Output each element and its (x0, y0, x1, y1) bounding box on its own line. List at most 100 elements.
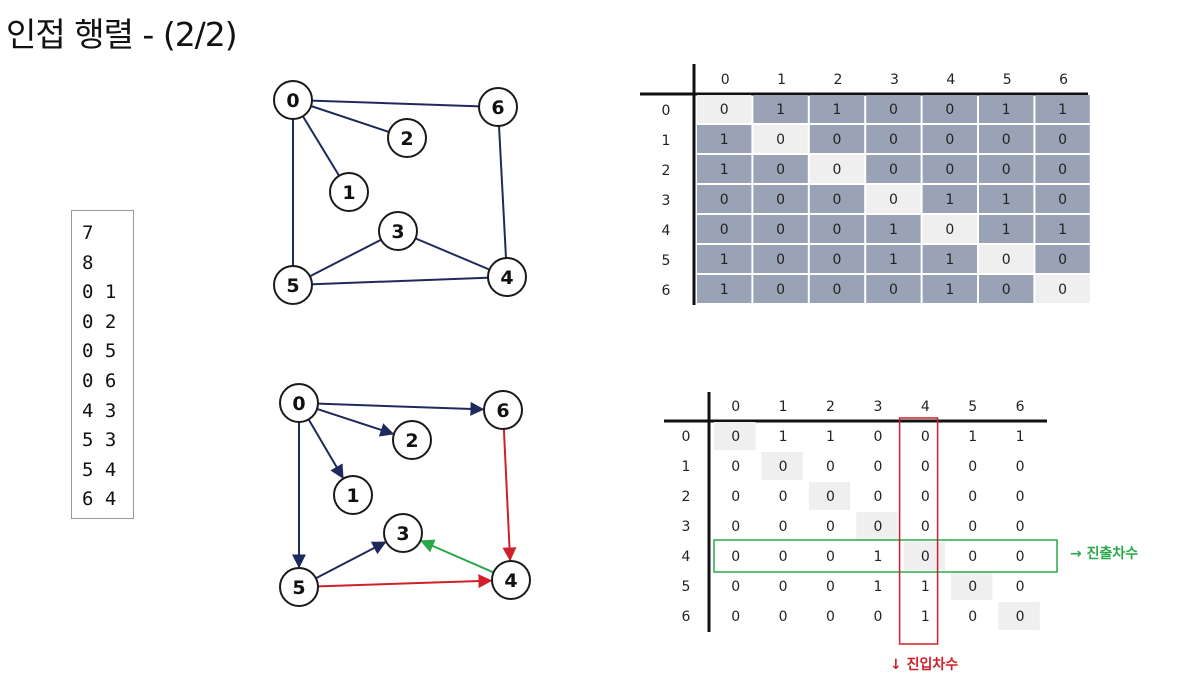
matrix-cell: 0 (1016, 549, 1025, 565)
node-label: 3 (396, 523, 409, 545)
node-label: 1 (346, 485, 359, 507)
matrix-cell-bg (697, 275, 752, 303)
edge-0-6 (292, 99, 499, 108)
matrix-cell: 0 (873, 609, 882, 625)
matrix-cell: 1 (873, 579, 882, 595)
matrix-cell: 0 (779, 489, 788, 505)
matrix-cell-bg (697, 215, 752, 243)
matrix-cell: 0 (833, 252, 842, 268)
node-label: 5 (292, 577, 305, 599)
node-label: 2 (405, 430, 418, 452)
matrix-cell: 0 (826, 459, 835, 475)
matrix-cell: 0 (1002, 282, 1011, 298)
matrix-cell: 1 (945, 192, 954, 208)
matrix-cell: 0 (779, 519, 788, 535)
matrix-cell: 1 (921, 579, 930, 595)
matrix-cell-bg (809, 275, 865, 303)
matrix-cell: 0 (779, 579, 788, 595)
matrix-cell-bg (753, 155, 808, 183)
matrix-cell-bg (1035, 95, 1090, 123)
matrix-cell: 0 (1058, 252, 1067, 268)
node-1: 1 (333, 475, 373, 515)
matrix-cell: 1 (921, 609, 930, 625)
input-line: 5 4 (82, 458, 117, 481)
node-label: 4 (504, 570, 517, 592)
matrix-cell: 0 (833, 162, 842, 178)
matrix-cell: 0 (921, 519, 930, 535)
in-degree-label: ↓ 진입차수 (890, 656, 958, 673)
matrix-cell: 0 (776, 162, 785, 178)
matrix-cell-bg (809, 215, 865, 243)
matrix-cell-bg (922, 275, 977, 303)
matrix-cell-bg (979, 125, 1034, 153)
row-header: 2 (662, 163, 671, 179)
matrix-cell: 0 (921, 459, 930, 475)
diagonal-cell-bg (951, 572, 993, 600)
matrix-cell-bg (697, 95, 752, 123)
out-degree-label: → 진출차수 (1070, 545, 1138, 562)
node-label: 5 (286, 275, 299, 297)
matrix-cell: 0 (833, 132, 842, 148)
node-2: 2 (392, 420, 432, 460)
matrix-cell-bg (809, 155, 865, 183)
matrix-cell: 0 (921, 549, 930, 565)
node-2: 2 (387, 118, 427, 158)
matrix-cell: 1 (826, 429, 835, 445)
matrix-cell: 0 (921, 489, 930, 505)
matrix-cell: 0 (1058, 192, 1067, 208)
row-header: 6 (682, 609, 691, 625)
matrix-cell-bg (697, 245, 752, 273)
matrix-cell-bg (697, 185, 752, 213)
matrix-cell: 0 (826, 549, 835, 565)
input-line: 6 4 (82, 488, 117, 511)
matrix-cell-bg (809, 95, 865, 123)
matrix-cell: 1 (720, 252, 729, 268)
node-label: 6 (491, 97, 504, 119)
col-header: 0 (721, 72, 730, 88)
col-header: 5 (1003, 72, 1012, 88)
matrix-cell-bg (866, 275, 921, 303)
node-5: 5 (279, 567, 319, 607)
row-header: 2 (682, 489, 691, 505)
diagonal-cell-bg (761, 452, 803, 480)
matrix-cell: 0 (1016, 579, 1025, 595)
matrix-cell: 0 (731, 459, 740, 475)
diagonal-cell-bg (808, 482, 851, 510)
node-6: 6 (478, 87, 518, 127)
matrix-cell: 0 (945, 132, 954, 148)
matrix-cell-bg (809, 245, 865, 273)
matrix-cell: 1 (720, 132, 729, 148)
node-4: 4 (487, 257, 527, 297)
node-label: 2 (400, 128, 413, 150)
matrix-cell: 0 (968, 489, 977, 505)
matrix-cell-bg (979, 185, 1034, 213)
matrix-cell: 0 (968, 609, 977, 625)
matrix-cell: 0 (779, 459, 788, 475)
matrix-cell: 0 (968, 459, 977, 475)
col-header: 2 (834, 72, 843, 88)
node-4: 4 (491, 560, 531, 600)
edge-6-4 (497, 106, 508, 278)
matrix-cell-bg (922, 215, 977, 243)
matrix-cell: 0 (1058, 162, 1067, 178)
input-line: 0 6 (82, 369, 117, 392)
node-label: 0 (292, 393, 305, 415)
node-label: 6 (496, 400, 509, 422)
matrix-cell: 0 (945, 162, 954, 178)
matrix-cell-bg (753, 125, 808, 153)
row-header: 5 (682, 579, 691, 595)
matrix-cell: 1 (1002, 102, 1011, 118)
matrix-cell: 0 (873, 459, 882, 475)
matrix-cell-bg (866, 215, 921, 243)
col-header: 6 (1059, 72, 1068, 88)
row-header: 3 (682, 519, 691, 535)
col-header: 0 (731, 399, 740, 415)
node-label: 4 (500, 267, 513, 289)
input-line: 0 5 (82, 340, 117, 363)
matrix-cell: 0 (889, 102, 898, 118)
matrix-cell: 0 (779, 609, 788, 625)
edge-6-4 (502, 428, 517, 562)
matrix-cell-bg (866, 155, 921, 183)
matrix-cell: 1 (945, 282, 954, 298)
matrix-cell: 0 (1002, 252, 1011, 268)
